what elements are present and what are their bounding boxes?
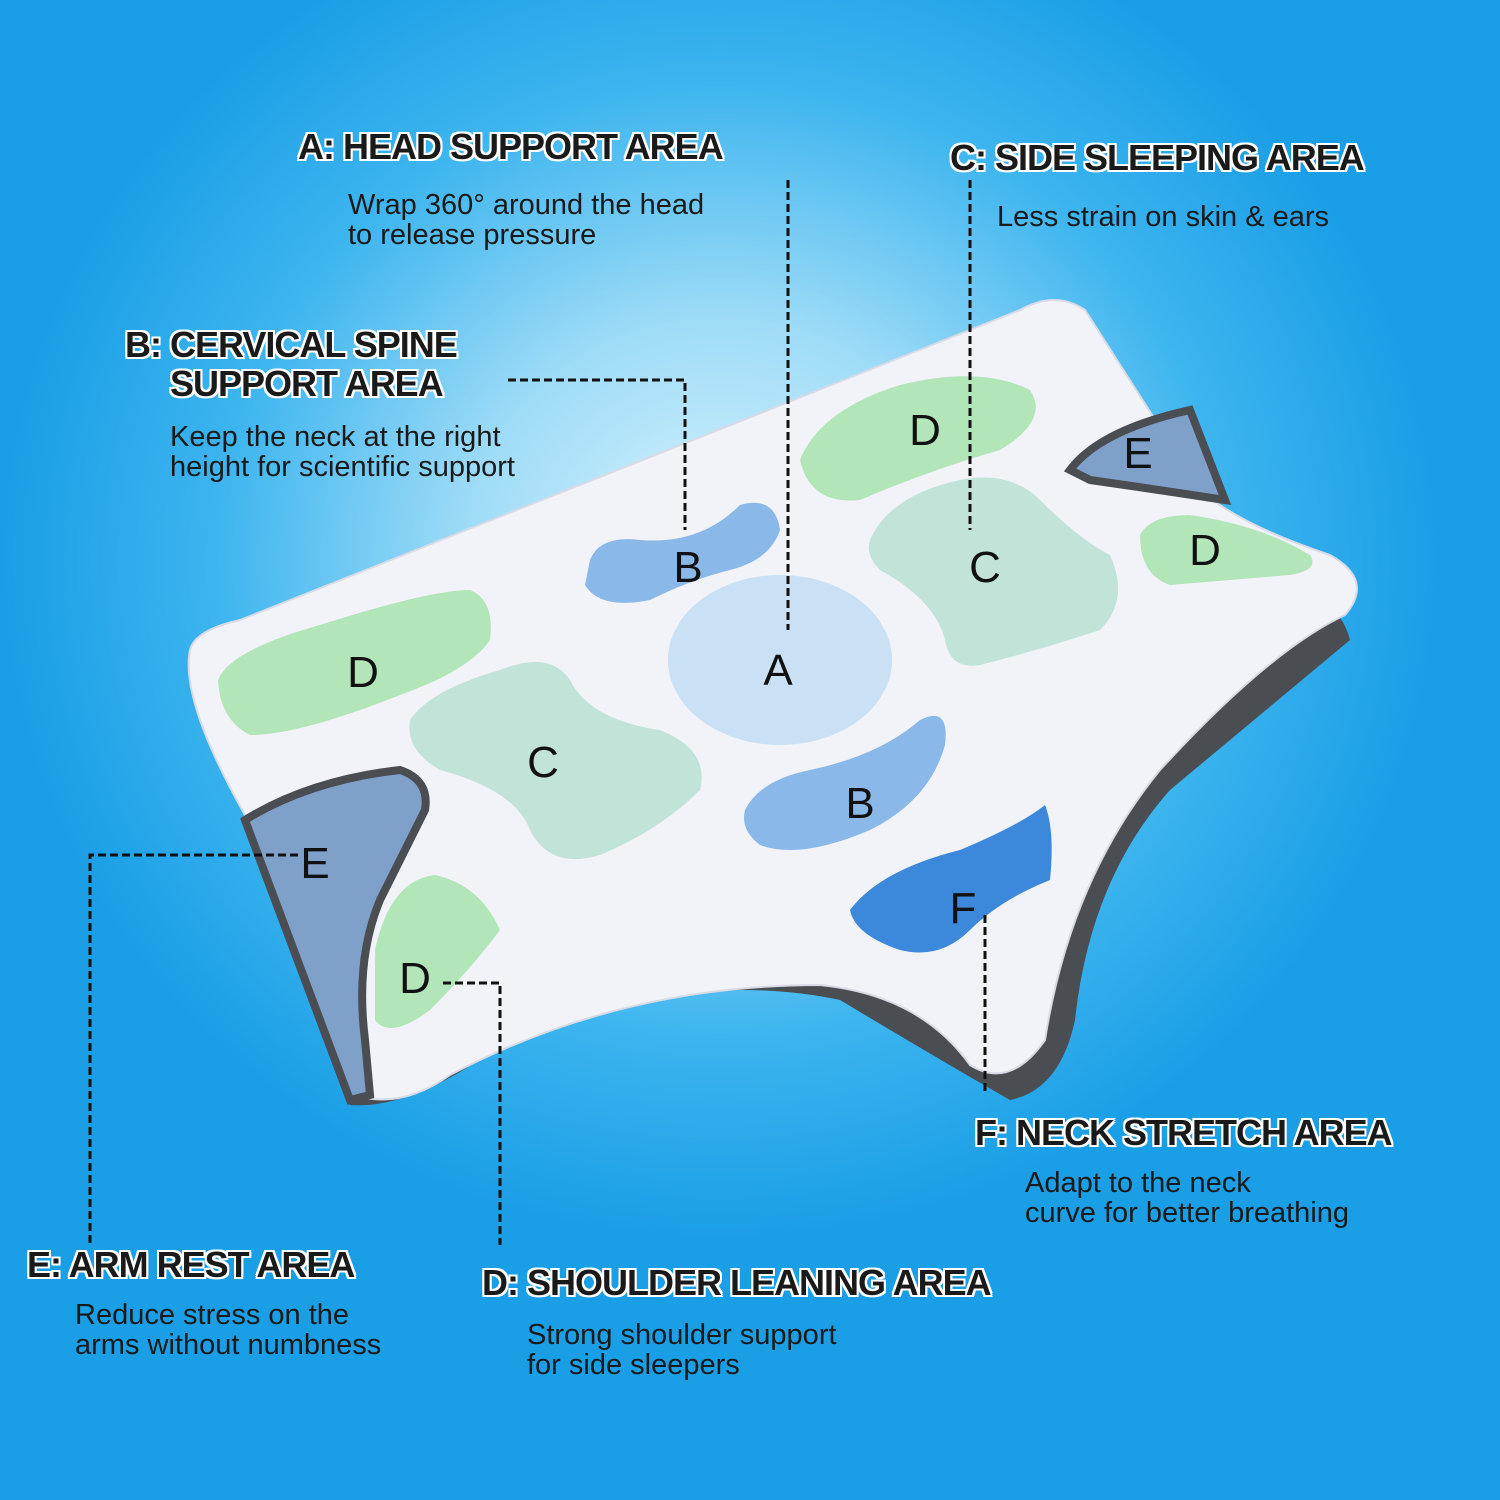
leader-line-d: [443, 981, 502, 1245]
callout-e-title: E: ARM REST AREA: [27, 1244, 355, 1285]
callout-c-title: C: SIDE SLEEPING AREA: [950, 137, 1365, 178]
zone-label-b: B: [845, 779, 874, 828]
zone-f: [850, 805, 1052, 953]
zone-label-a: A: [763, 646, 793, 695]
zone-c-left: [409, 662, 702, 860]
zone-label-e: E: [300, 839, 329, 888]
callout-b-title-2: SUPPORT AREA: [170, 363, 444, 404]
zone-label-b: B: [673, 543, 702, 592]
callout-e-desc-1: Reduce stress on the: [75, 1299, 350, 1331]
callout-b-desc-2: height for scientific support: [170, 451, 515, 483]
callout-a-title: A: HEAD SUPPORT AREA: [298, 126, 724, 167]
zone-label-d: D: [347, 648, 379, 697]
callout-d-title: D: SHOULDER LEANING AREA: [482, 1262, 992, 1303]
zone-a: [668, 575, 892, 745]
leader-line-b: [508, 378, 687, 530]
zone-d-bottom: [375, 875, 500, 1028]
callout-b-desc-1: Keep the neck at the right: [170, 421, 501, 453]
zone-label-c: C: [527, 738, 559, 787]
zone-b-top: [585, 502, 780, 603]
zone-d-right: [1140, 515, 1313, 585]
zone-d-left: [218, 590, 491, 735]
zone-e-right: [1063, 405, 1232, 506]
zone-c-right: [868, 477, 1118, 666]
callout-e-desc-2: arms without numbness: [75, 1329, 382, 1361]
zone-b-bottom: [744, 715, 946, 850]
zone-d-topright: [800, 376, 1036, 501]
zone-label-d: D: [1189, 526, 1221, 575]
zone-e-left: [240, 765, 430, 1105]
zone-label-d: D: [399, 954, 431, 1003]
zone-label-c: C: [969, 543, 1001, 592]
callout-d-desc-2: for side sleepers: [527, 1349, 740, 1381]
callout-f-desc-1: Adapt to the neck: [1025, 1167, 1251, 1199]
callout-b-title-1: B: CERVICAL SPINE: [125, 324, 458, 365]
callout-f-desc-2: curve for better breathing: [1025, 1197, 1350, 1229]
callout-c-desc-1: Less strain on skin & ears: [997, 201, 1330, 233]
zone-label-e: E: [1123, 429, 1152, 478]
callout-d-desc-1: Strong shoulder support: [527, 1319, 837, 1351]
zone-label-f: F: [950, 884, 977, 933]
leader-line-e: [88, 853, 298, 1245]
zone-label-d: D: [909, 406, 941, 455]
callout-a-desc-1: Wrap 360° around the head: [348, 189, 705, 221]
callout-f-title: F: NECK STRETCH AREA: [975, 1112, 1393, 1153]
callout-a-desc-2: to release pressure: [348, 219, 597, 251]
